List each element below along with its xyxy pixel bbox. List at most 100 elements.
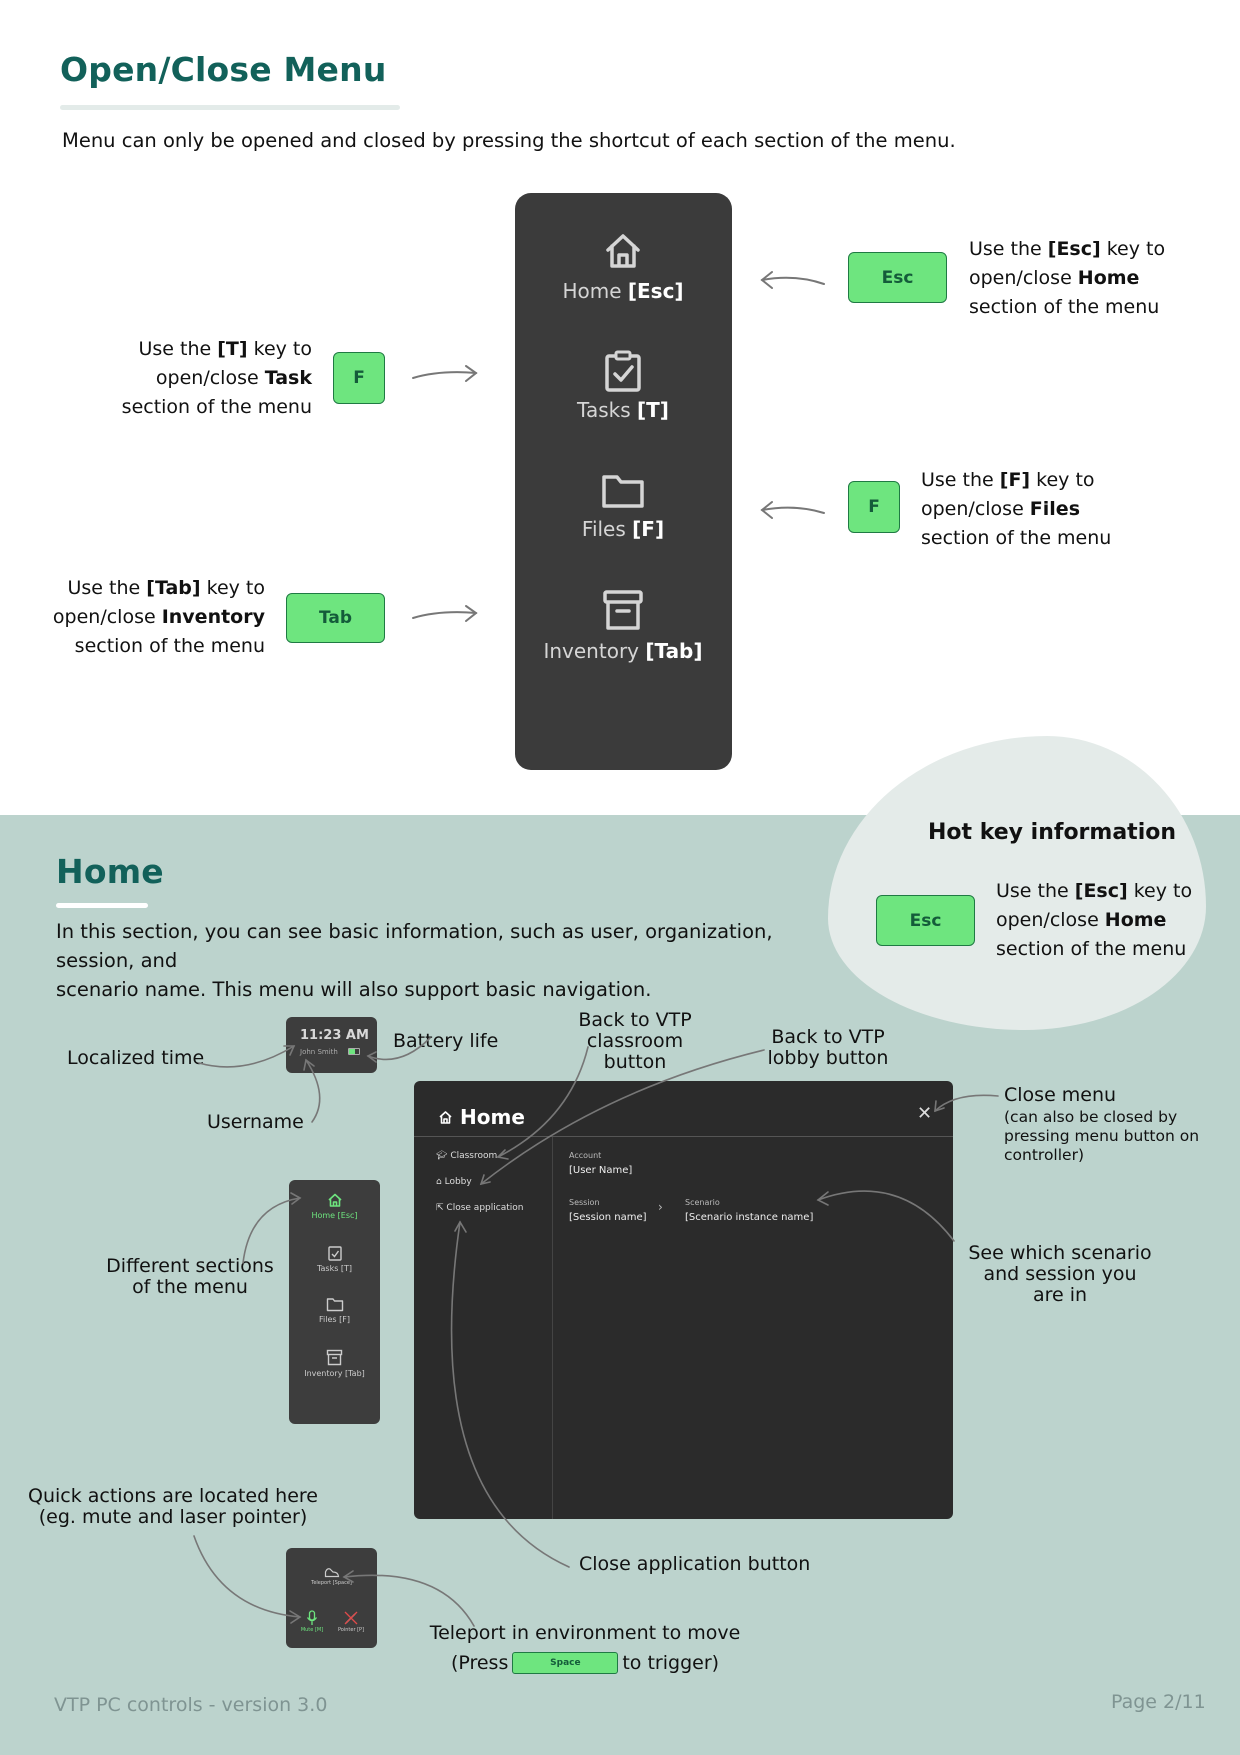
clock-username: John Smith xyxy=(300,1048,338,1056)
quick-label: Mute xyxy=(300,1627,314,1633)
building-icon: ⌂ xyxy=(436,1177,442,1187)
quick-key: [M] xyxy=(314,1627,324,1633)
ann-back-classroom: Back to VTP classroom button xyxy=(565,1010,705,1073)
note-section: Home xyxy=(1077,267,1140,289)
ann-line: classroom xyxy=(586,1030,684,1052)
menu-item-label: Files xyxy=(581,517,626,541)
note-text: Use the xyxy=(138,338,218,360)
ann-line: to trigger) xyxy=(622,1651,720,1674)
ann-line: Back to VTP xyxy=(578,1009,692,1031)
top-arrows xyxy=(412,271,825,622)
note-text: section of the menu xyxy=(74,635,265,657)
note-section: Home xyxy=(1104,909,1167,931)
chevron-right-icon: › xyxy=(658,1200,663,1214)
nav-label: Lobby xyxy=(444,1177,472,1187)
files-key: F xyxy=(848,481,900,533)
quick-mute[interactable]: Mute [M] xyxy=(292,1610,332,1633)
close-menu-button[interactable]: ✕ xyxy=(917,1103,932,1124)
hotkey-note: Use the [Esc] key to open/close Home sec… xyxy=(996,877,1206,964)
quick-key: [Space] xyxy=(332,1580,352,1586)
menu-panel: Home [Esc] Tasks [T] Files [F] Inventory… xyxy=(515,193,732,770)
ann-line: Back to VTP xyxy=(771,1026,885,1048)
battery-icon xyxy=(348,1048,360,1055)
nav-close-application[interactable]: ⇱ Close application xyxy=(436,1203,523,1213)
ann-close-app-button: Close application button xyxy=(579,1553,811,1575)
note-text: section of the menu xyxy=(996,938,1187,960)
ann-battery-life: Battery life xyxy=(393,1030,499,1052)
menu-item-files[interactable]: Files [F] xyxy=(515,471,731,541)
footer-page: Page 2/11 xyxy=(1111,1691,1206,1713)
nav-classroom[interactable]: 🎓︎ Classroom xyxy=(436,1151,497,1161)
clipboard-check-icon xyxy=(605,350,641,392)
mini-menu-label: Home xyxy=(311,1211,336,1220)
note-text: key to xyxy=(1127,880,1193,902)
note-key: [Tab] xyxy=(146,577,201,599)
intro-line: scenario name. This menu will also suppo… xyxy=(56,978,652,1001)
quick-pointer[interactable]: Pointer [P] xyxy=(331,1610,371,1633)
ann-line: Quick actions are located here xyxy=(28,1485,319,1507)
note-text: open/close xyxy=(155,367,265,389)
note-section: Files xyxy=(1029,498,1080,520)
ann-line: Teleport in environment to move xyxy=(429,1622,741,1644)
mini-menu-item-home[interactable]: Home [Esc] xyxy=(289,1192,380,1220)
home-window-title: Home xyxy=(460,1105,525,1129)
ann-line: lobby button xyxy=(767,1047,889,1069)
menu-item-label: Inventory xyxy=(543,639,639,663)
clock-time: 11:23 AM xyxy=(300,1028,369,1043)
ann-close-menu-note: (can also be closed by pressing menu but… xyxy=(1004,1108,1199,1165)
home-icon xyxy=(439,1111,452,1124)
scenario-label: Scenario xyxy=(685,1198,720,1207)
note-text: section of the menu xyxy=(921,527,1112,549)
footer-version: VTP PC controls - version 3.0 xyxy=(54,1694,328,1716)
note-text: section of the menu xyxy=(969,296,1160,318)
mini-menu-label: Inventory xyxy=(304,1369,343,1378)
ann-back-lobby: Back to VTP lobby button xyxy=(758,1027,898,1069)
note-text: open/close xyxy=(969,267,1078,289)
task-key: F xyxy=(333,352,385,404)
section-title: Home xyxy=(56,852,164,891)
title-underline xyxy=(60,105,400,110)
menu-item-inventory[interactable]: Inventory [Tab] xyxy=(515,589,731,663)
note-text: key to xyxy=(1100,238,1166,260)
mini-menu-item-inventory[interactable]: Inventory [Tab] xyxy=(289,1349,380,1378)
ann-line: pressing menu button on xyxy=(1004,1127,1200,1145)
note-text: open/close xyxy=(921,498,1030,520)
mini-menu-key: [Tab] xyxy=(344,1369,365,1378)
scenario-value: [Scenario instance name] xyxy=(685,1212,814,1223)
mini-menu-label: Tasks xyxy=(316,1264,339,1273)
mini-menu-item-files[interactable]: Files [F] xyxy=(289,1297,380,1324)
note-text: open/close xyxy=(52,606,162,628)
ann-username: Username xyxy=(207,1111,304,1133)
menu-item-home[interactable]: Home [Esc] xyxy=(515,231,731,303)
menu-item-label: Home xyxy=(562,279,622,303)
ann-line: (eg. mute and laser pointer) xyxy=(38,1506,308,1528)
nav-lobby[interactable]: ⌂ Lobby xyxy=(436,1177,472,1187)
folder-icon xyxy=(326,1298,343,1312)
mini-menu-key: [F] xyxy=(339,1315,350,1324)
section-title-underline xyxy=(56,903,148,908)
intro-line: In this section, you can see basic infor… xyxy=(56,920,773,972)
hotkey-esc-key: Esc xyxy=(876,895,975,946)
menu-item-label: Tasks xyxy=(577,398,631,422)
quick-label: Pointer xyxy=(337,1627,356,1633)
quick-teleport[interactable]: Teleport [Space] xyxy=(286,1566,377,1586)
tab-key: Tab xyxy=(286,593,385,643)
note-section: Task xyxy=(264,367,312,389)
inventory-shortcut-note: Use the [Tab] key to open/close Inventor… xyxy=(30,574,265,661)
home-icon xyxy=(327,1193,342,1207)
note-key: [Esc] xyxy=(1047,238,1101,260)
space-key: Space xyxy=(512,1652,619,1674)
note-key: [T] xyxy=(217,338,248,360)
mini-menu-key: [T] xyxy=(340,1264,353,1273)
ann-line: controller) xyxy=(1004,1146,1084,1164)
ann-localized-time: Localized time xyxy=(67,1047,205,1069)
mini-menu-item-tasks[interactable]: Tasks [T] xyxy=(289,1244,380,1273)
ann-line: of the menu xyxy=(132,1276,248,1298)
menu-item-tasks[interactable]: Tasks [T] xyxy=(515,350,731,422)
task-shortcut-note: Use the [T] key to open/close Task secti… xyxy=(80,335,312,422)
note-section: Inventory xyxy=(161,606,265,628)
ann-line: button xyxy=(603,1051,667,1073)
archive-box-icon xyxy=(603,590,643,630)
ann-line: and session you xyxy=(983,1263,1137,1285)
